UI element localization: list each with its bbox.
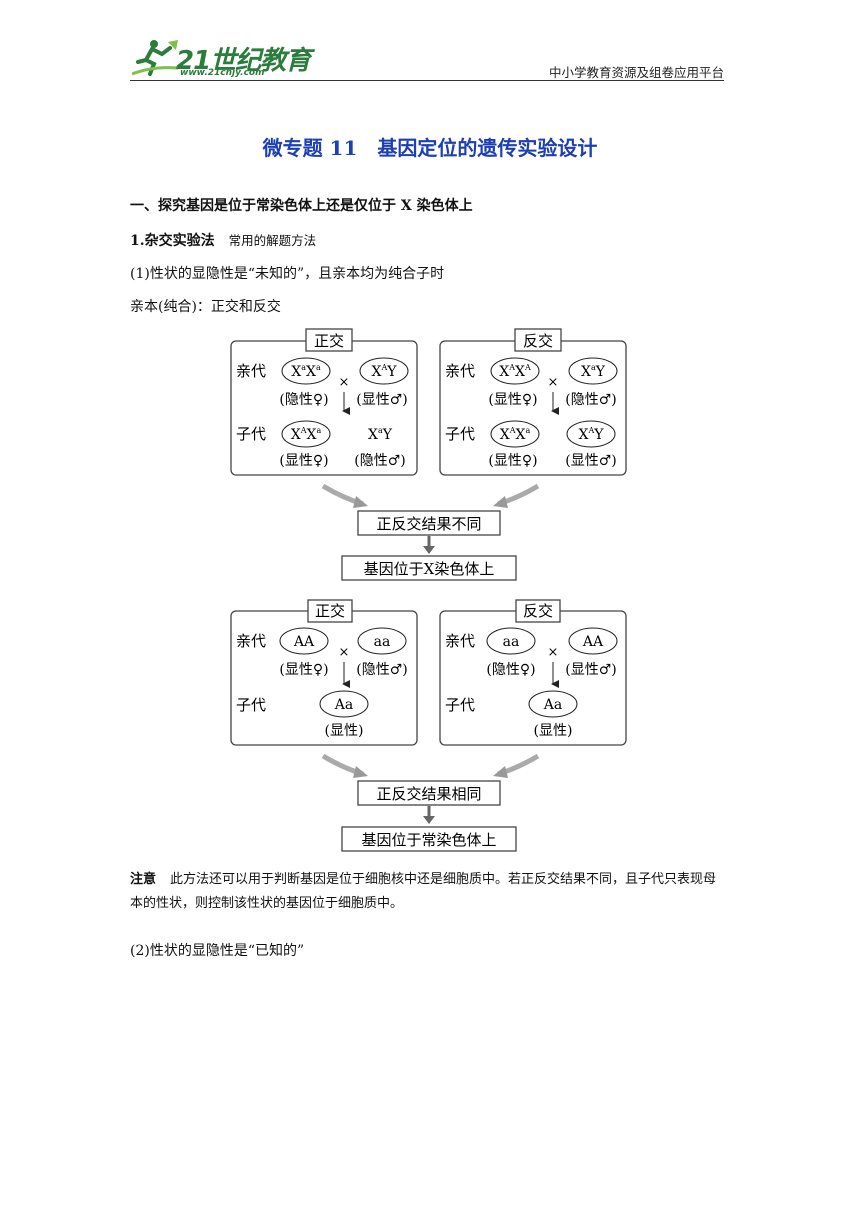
- runner-icon: [131, 40, 179, 76]
- genotype-left-p2: XAY: [372, 363, 398, 380]
- conclusion-text-2: 基因位于常染色体上: [361, 831, 496, 849]
- case2-text: (2)性状的显隐性是“已知的”: [130, 943, 305, 959]
- svg-text:×: ×: [548, 645, 559, 660]
- genotype2-left-p1: AA: [293, 634, 315, 650]
- note2-right-p1: (隐性♀): [486, 662, 535, 678]
- note-text: 此方法还可以用于判断基因是位于细胞核中还是细胞质中。若正反交结果不同，且子代只表…: [130, 872, 717, 911]
- genotype2-left-p2: aa: [374, 634, 391, 650]
- note2-left-p1: (显性♀): [279, 662, 328, 678]
- svg-text:×: ×: [548, 375, 559, 390]
- logo-url: www.21cnjy.com: [180, 68, 265, 78]
- note-right-c2: (显性♂): [565, 453, 616, 469]
- note-paragraph: 注意此方法还可以用于判断基因是位于细胞核中还是细胞质中。若正反交结果不同，且子代…: [130, 868, 726, 916]
- diagram-x-linked: 正交 亲代 XaXa × XAY (隐性♀) (显性♂) 子代 XAXa XaY…: [230, 328, 627, 581]
- note2-left-c: (显性): [325, 723, 364, 739]
- conclusion-box-2: [341, 826, 517, 852]
- conclusion-box-1: [341, 555, 517, 581]
- svg-text:×: ×: [339, 645, 350, 660]
- logo: [131, 38, 180, 78]
- row-parent-left-2: 亲代: [236, 632, 266, 650]
- genotype2-right-p1: aa: [503, 634, 520, 650]
- row-child-right-2: 子代: [445, 696, 475, 714]
- note-label: 注意: [130, 872, 157, 887]
- method-title: 1.杂交实验法: [130, 233, 215, 249]
- result-text-1: 正反交结果不同: [376, 515, 481, 533]
- genotype2-left-c: Aa: [334, 697, 353, 713]
- note-left-p2: (显性♂): [356, 392, 407, 408]
- note-right-p1: (显性♀): [488, 392, 537, 408]
- row-parent-left: 亲代: [236, 362, 266, 380]
- parents-text: 亲本(纯合)：正交和反交: [130, 299, 281, 315]
- note2-right-c: (显性): [534, 723, 573, 739]
- note-left-p1: (隐性♀): [279, 392, 328, 408]
- genotype-left-c1: XAXa: [291, 426, 322, 443]
- case1-text: (1)性状的显隐性是“未知的”，且亲本均为纯合子时: [130, 266, 445, 282]
- note-left-c1: (显性♀): [279, 453, 328, 469]
- genotype-right-p1: XAXA: [499, 363, 531, 380]
- box-label-right: 反交: [523, 332, 553, 350]
- logo-text: 21世纪教育: [176, 46, 311, 76]
- note-right-c1: (显性♀): [488, 453, 537, 469]
- header-platform-text: 中小学教育资源及组卷应用平台: [548, 65, 724, 80]
- genotype-right-c2: XAY: [579, 426, 605, 443]
- method-note: 常用的解题方法: [228, 233, 317, 248]
- note-left-c2: (隐性♂): [354, 453, 405, 469]
- diagram-autosomal: 正交 亲代 AA × aa (显性♀) (隐性♂) 子代 Aa (显性) 反交 …: [230, 599, 627, 852]
- genotype2-right-p2: AA: [582, 634, 604, 650]
- genotype2-right-c: Aa: [543, 697, 562, 713]
- result-text-2: 正反交结果相同: [376, 785, 481, 803]
- row-parent-right: 亲代: [445, 362, 475, 380]
- box-label-left: 正交: [314, 332, 344, 350]
- page-title: 微专题 11 基因定位的遗传实验设计: [262, 136, 598, 160]
- section-heading: 一、探究基因是位于常染色体上还是仅位于 X 染色体上: [130, 198, 473, 214]
- method-line: 1.杂交实验法常用的解题方法: [130, 230, 316, 250]
- genotype-right-c1: XAXa: [500, 426, 531, 443]
- row-child-left-2: 子代: [236, 696, 266, 714]
- result-box-1: [357, 510, 501, 536]
- box-label-right-2: 反交: [523, 602, 553, 620]
- note2-right-p2: (显性♂): [565, 662, 616, 678]
- genotype-left-p1: XaXa: [291, 363, 321, 380]
- row-parent-right-2: 亲代: [445, 632, 475, 650]
- conclusion-text-1: 基因位于X染色体上: [364, 560, 495, 578]
- note2-left-p2: (隐性♂): [356, 662, 407, 678]
- result-box-2: [357, 780, 501, 806]
- row-child-right: 子代: [445, 425, 475, 443]
- header-divider: [130, 80, 724, 81]
- box-label-left-2: 正交: [315, 602, 345, 620]
- genotype-left-c2: XaY: [368, 426, 393, 443]
- row-child-left: 子代: [236, 425, 266, 443]
- note-right-p2: (隐性♂): [565, 392, 616, 408]
- genotype-right-p2: XaY: [581, 363, 606, 380]
- cross-symbol: ×: [339, 375, 350, 390]
